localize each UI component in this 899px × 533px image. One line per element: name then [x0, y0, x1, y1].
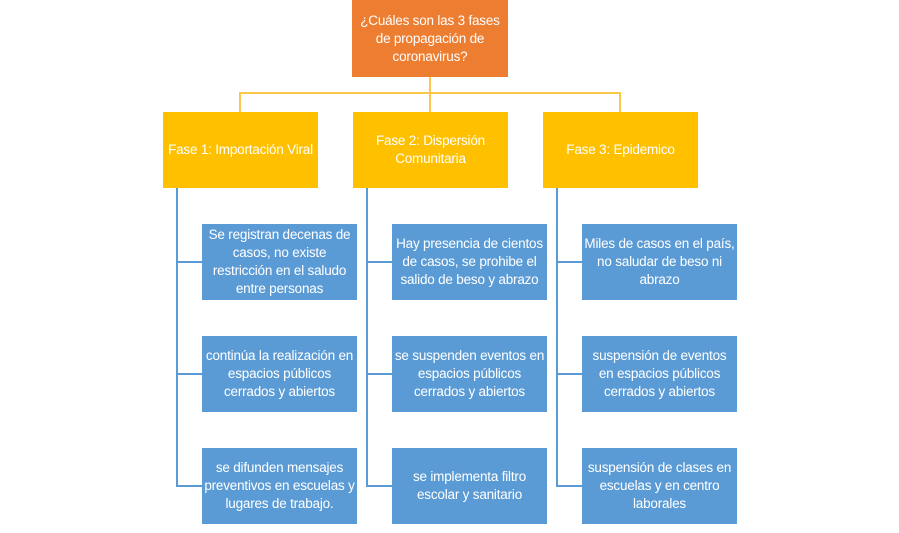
phase-1-item: se difunden mensajes preventivos en escu…: [202, 448, 357, 524]
phase-2-item: se implementa filtro escolar y sanitario: [392, 448, 547, 524]
root-question-box: ¿Cuáles son las 3 fases de propagación d…: [352, 0, 508, 77]
branch: [176, 485, 202, 487]
item-label: Miles de casos en el país, no saludar de…: [584, 236, 735, 287]
phase-1-item: Se registran decenas de casos, no existe…: [202, 224, 357, 300]
item-label: suspensión de eventos en espacios públic…: [592, 348, 727, 399]
branch: [556, 261, 582, 263]
phase-2-item: se suspenden eventos en espacios público…: [392, 336, 547, 412]
phase-1-item: continúa la realización en espacios públ…: [202, 336, 357, 412]
phase-1-label: Fase 1: Importación Viral: [168, 142, 313, 157]
phase-2-box: Fase 2: Dispersión Comunitaria: [353, 112, 508, 188]
item-label: suspensión de clases en escuelas y en ce…: [587, 460, 732, 511]
branch: [176, 373, 202, 375]
phase-2-item: Hay presencia de cientos de casos, se pr…: [392, 224, 547, 300]
item-label: se suspenden eventos en espacios público…: [394, 348, 545, 399]
branch: [556, 485, 582, 487]
phase-1-connector: [239, 92, 241, 112]
phase-1-box: Fase 1: Importación Viral: [163, 112, 318, 188]
item-label: continúa la realización en espacios públ…: [205, 348, 354, 399]
phase-2-label: Fase 2: Dispersión Comunitaria: [376, 133, 485, 166]
phase-3-item: suspensión de clases en escuelas y en ce…: [582, 448, 737, 524]
phase-3-trunk: [556, 188, 558, 487]
branch: [366, 485, 392, 487]
item-label: Se registran decenas de casos, no existe…: [208, 227, 351, 296]
item-label: se implementa filtro escolar y sanitario: [412, 469, 527, 502]
item-label: Hay presencia de cientos de casos, se pr…: [396, 236, 543, 287]
branch: [176, 261, 202, 263]
phase-3-item: Miles de casos en el país, no saludar de…: [582, 224, 737, 300]
item-label: se difunden mensajes preventivos en escu…: [204, 460, 355, 511]
phase-3-item: suspensión de eventos en espacios públic…: [582, 336, 737, 412]
phase-1-trunk: [176, 188, 178, 487]
phase-3-label: Fase 3: Epidemico: [566, 142, 675, 157]
root-connector: [429, 77, 431, 112]
branch: [366, 373, 392, 375]
phase-2-trunk: [366, 188, 368, 487]
branch: [556, 373, 582, 375]
phase-3-box: Fase 3: Epidemico: [543, 112, 698, 188]
branch: [366, 261, 392, 263]
phase-3-connector: [619, 92, 621, 112]
phase-bus-connector: [239, 92, 621, 94]
root-question-label: ¿Cuáles son las 3 fases de propagación d…: [360, 12, 500, 64]
